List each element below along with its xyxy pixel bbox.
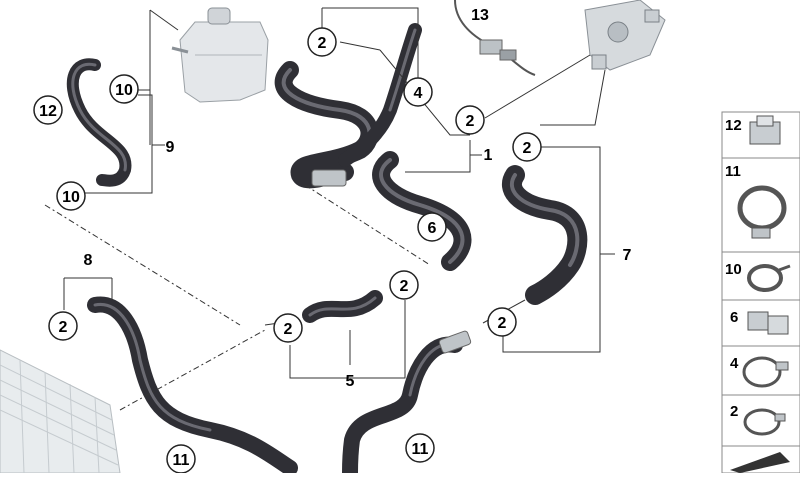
callout-12: 12 [33, 95, 63, 125]
spring-clamp-icon [747, 264, 791, 292]
svg-text:2: 2 [498, 315, 507, 332]
hose-5 [302, 290, 383, 323]
svg-text:2: 2 [466, 113, 475, 130]
radiator [0, 349, 121, 474]
callout-11-left: 11 [166, 444, 196, 474]
callout-2-left: 2 [48, 311, 78, 341]
legend-panel: 12 11 10 6 4 2 [721, 111, 800, 474]
callout-2-low: 2 [487, 307, 517, 337]
callout-13: 13 [471, 7, 489, 24]
hose-top [274, 61, 379, 189]
callout-2-mid: 2 [455, 105, 485, 135]
svg-text:4: 4 [414, 85, 423, 102]
callout-9: 9 [166, 139, 175, 156]
clip-icon [749, 115, 781, 145]
callout-11-right: 11 [405, 433, 435, 463]
callout-10-top: 10 [109, 74, 139, 104]
svg-text:2: 2 [400, 278, 409, 295]
callout-10-bottom: 10 [56, 181, 86, 211]
legend-num-6: 6 [730, 309, 738, 326]
callout-7: 7 [623, 247, 632, 264]
callout-2-top: 2 [307, 27, 337, 57]
svg-text:11: 11 [173, 452, 190, 469]
band-clamp-icon [737, 185, 787, 239]
callout-2-pipe-b: 2 [389, 270, 419, 300]
hose-8 [87, 296, 298, 476]
thermostat-housing [584, 0, 666, 71]
hoses [66, 23, 588, 478]
legend-num-11: 11 [725, 163, 741, 180]
legend-num-10: 10 [725, 261, 742, 278]
legend-num-4: 4 [730, 355, 739, 372]
hose-clamp-small-icon [743, 408, 786, 436]
svg-text:11: 11 [412, 441, 429, 458]
hose-7 [502, 165, 588, 305]
sensor-cable [454, 0, 536, 76]
legend-num-2: 2 [730, 403, 738, 420]
callout-6: 6 [417, 212, 447, 242]
hose-clamp-icon [742, 356, 789, 388]
svg-text:2: 2 [523, 140, 532, 157]
callout-8: 8 [84, 252, 93, 269]
svg-text:2: 2 [59, 319, 68, 336]
callout-2-right: 2 [512, 132, 542, 162]
expansion-tank [171, 7, 269, 103]
callout-1: 1 [484, 147, 493, 164]
callouts: 12 10 10 9 2 4 13 2 1 2 6 7 8 2 2 2 5 2 … [33, 7, 632, 474]
svg-text:12: 12 [39, 103, 57, 120]
hose-11 [342, 336, 463, 478]
svg-text:2: 2 [318, 35, 327, 52]
callout-5: 5 [346, 373, 355, 390]
hose-6 [372, 151, 472, 271]
double-clip-icon [747, 311, 789, 335]
svg-text:10: 10 [115, 82, 133, 99]
svg-text:6: 6 [428, 220, 437, 237]
connector [311, 169, 347, 187]
callout-4: 4 [403, 77, 433, 107]
callout-2-pipe-a: 2 [273, 313, 303, 343]
svg-text:10: 10 [62, 189, 80, 206]
svg-text:2: 2 [284, 321, 293, 338]
more-icon [730, 452, 790, 473]
legend-num-12: 12 [725, 117, 742, 134]
